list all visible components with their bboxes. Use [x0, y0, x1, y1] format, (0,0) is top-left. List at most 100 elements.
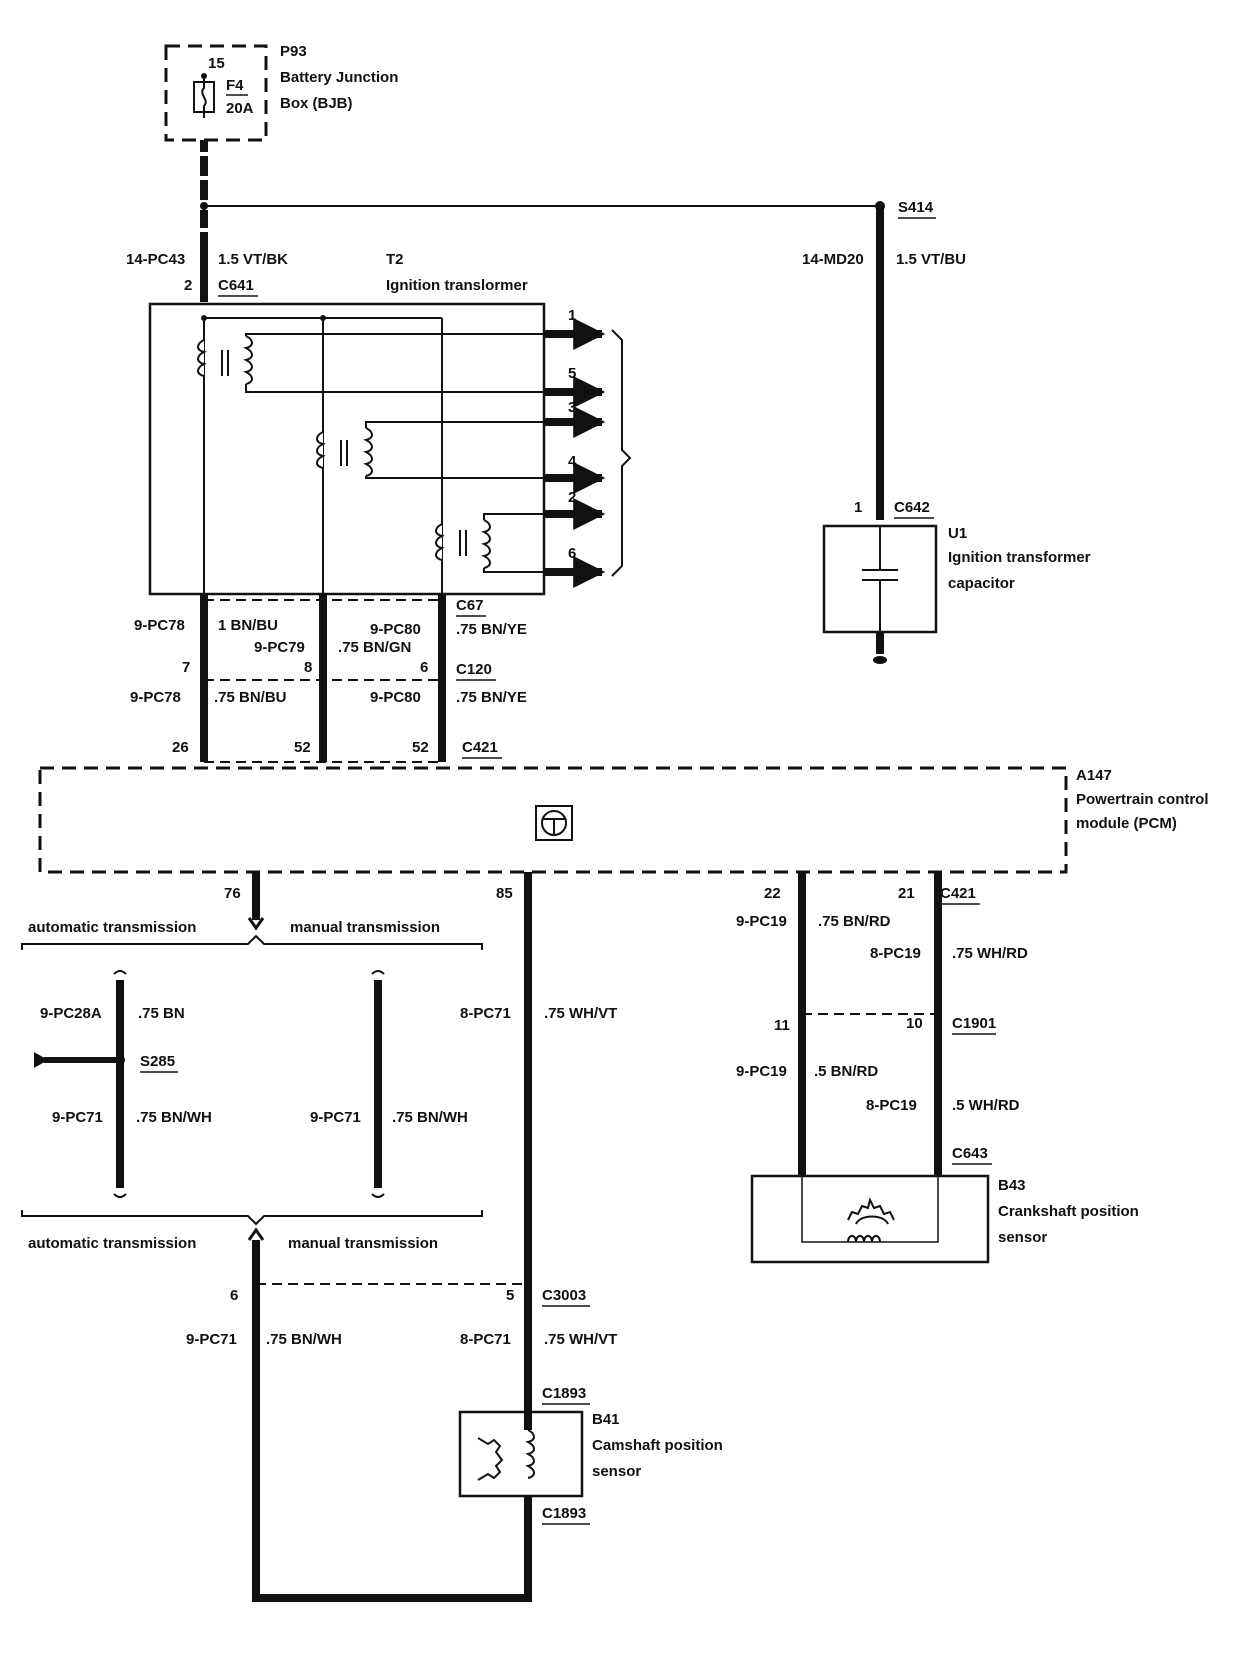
ignition-transformer-capacitor: 1 C642 U1 Ignition transformer capacitor: [822, 499, 1091, 664]
coil-2-icon: [316, 421, 544, 479]
t2-output-5: 5: [568, 365, 576, 382]
bjb-pin: 15: [208, 55, 225, 72]
c421-pc78-spec: .75 BN/BU: [214, 689, 287, 706]
crank-pc19-9-spec: .75 BN/RD: [818, 913, 891, 930]
pcm-ref: A147: [1076, 767, 1112, 784]
b41-name-line1: Camshaft position: [592, 1437, 723, 1454]
pcm-pin-85: 85: [496, 885, 513, 902]
b43-ref: B43: [998, 1177, 1026, 1194]
wire-pc43-circuit: 14-PC43: [126, 251, 185, 268]
pc71-auto-spec: .75 BN/WH: [136, 1109, 212, 1126]
c421-pc78: 9-PC78: [130, 689, 181, 706]
ignition-transformer: T2 Ignition translormer: [148, 251, 546, 596]
c120-pin-b: 8: [304, 659, 312, 676]
u1-name-line2: capacitor: [948, 575, 1015, 592]
b43-name-line1: Crankshaft position: [998, 1203, 1139, 1220]
connector-c641: C641: [218, 277, 254, 294]
splice-s414: S414: [898, 199, 934, 216]
connector-c1901: C1901: [952, 1015, 996, 1032]
connector-c3003: C3003: [542, 1287, 586, 1304]
t2-output-1: 1: [568, 307, 576, 324]
u1-ref: U1: [948, 525, 967, 542]
c120-pin-a: 7: [182, 659, 190, 676]
fuse-icon: [193, 76, 215, 118]
below-c3003-left-circuit: 9-PC71: [186, 1331, 237, 1348]
t2-ref: T2: [386, 251, 404, 268]
c120-pin-c: 6: [420, 659, 428, 676]
connector-c120: C120: [456, 661, 492, 678]
splice-s285: S285: [140, 1053, 175, 1070]
t2-output-6: 6: [568, 545, 576, 562]
fuse-rating: 20A: [226, 100, 254, 117]
pc71-manual-spec: .75 BN/WH: [392, 1109, 468, 1126]
c421-pin-c: 52: [412, 739, 429, 756]
ground-icon: [873, 656, 887, 664]
below-c3003-right-spec: .75 WH/VT: [544, 1331, 617, 1348]
c1893-top: C1893: [542, 1385, 586, 1402]
connector-c421-top: C421: [462, 739, 498, 756]
pcm-pin-22: 22: [764, 885, 781, 902]
below-c3003-right-circuit: 8-PC71: [460, 1331, 511, 1348]
c67-pc78: 9-PC78: [134, 617, 185, 634]
crank-lower-pc19-8-circuit: 8-PC19: [866, 1097, 917, 1114]
wire-pc71-8-spec: .75 WH/VT: [544, 1005, 617, 1022]
c421-pc80: 9-PC80: [370, 689, 421, 706]
below-c3003-left-spec: .75 BN/WH: [266, 1331, 342, 1348]
pc71-manual-circuit: 9-PC71: [310, 1109, 361, 1126]
t2-output-2: 2: [568, 489, 576, 506]
connector-c643: C643: [952, 1145, 988, 1162]
crank-lower-pc19-8-spec: .5 WH/RD: [952, 1097, 1020, 1114]
t2-output-3: 3: [568, 399, 576, 416]
battery-junction-box: 15 F4 20A P93 Battery Junction Box (BJB): [164, 43, 398, 142]
coil-1-icon: [197, 333, 544, 393]
pc28a-spec: .75 BN: [138, 1005, 185, 1022]
coil-3-icon: [435, 513, 544, 573]
fuse-label: F4: [226, 77, 244, 94]
crank-pc19-8-circuit: 8-PC19: [870, 945, 921, 962]
pcm-name-line2: module (PCM): [1076, 815, 1177, 832]
b41-name-line2: sensor: [592, 1463, 641, 1480]
connector-c67: C67: [456, 597, 484, 614]
c67-pc80: 9-PC80: [370, 621, 421, 638]
camshaft-wheel-icon: [477, 1437, 504, 1481]
crank-lower-pc19-9-circuit: 9-PC19: [736, 1063, 787, 1080]
trans-top-manual: manual transmission: [290, 919, 440, 936]
pcm-pin-21: 21: [898, 885, 915, 902]
pcm-symbol-icon: [535, 805, 573, 841]
c1901-pin-a: 11: [774, 1017, 790, 1034]
connector-c642: C642: [894, 499, 930, 516]
pcm-name-line1: Powertrain control: [1076, 791, 1209, 808]
t2-name: Ignition translormer: [386, 277, 528, 294]
c1893-bottom: C1893: [542, 1505, 586, 1522]
c421-pin-b: 52: [294, 739, 311, 756]
bjb-name-line1: Battery Junction: [280, 69, 398, 86]
trans-top-auto: automatic transmission: [28, 919, 196, 936]
b43-name-line2: sensor: [998, 1229, 1047, 1246]
camshaft-position-sensor: C1893 B41 Camshaft position sensor C1893: [458, 1385, 723, 1525]
bjb-name-line2: Box (BJB): [280, 95, 353, 112]
c3003-pin-b: 5: [506, 1287, 514, 1304]
pc28a-circuit: 9-PC28A: [40, 1005, 102, 1022]
c1901-pin-b: 10: [906, 1015, 923, 1032]
crank-lower-pc19-9-spec: .5 BN/RD: [814, 1063, 878, 1080]
c67-pc78-spec: 1 BN/BU: [218, 617, 278, 634]
powertrain-control-module: A147 Powertrain control module (PCM): [38, 766, 1209, 874]
connector-c421-bottom: C421: [940, 885, 976, 902]
trans-bottom-manual: manual transmission: [288, 1235, 438, 1252]
wire-pc43-spec: 1.5 VT/BK: [218, 251, 288, 268]
wire-md20-circuit: 14-MD20: [802, 251, 864, 268]
crank-pc19-8-spec: .75 WH/RD: [952, 945, 1028, 962]
trans-bottom-auto: automatic transmission: [28, 1235, 196, 1252]
crankshaft-wheel-icon: [847, 1197, 895, 1225]
c67-pc79: 9-PC79: [254, 639, 305, 656]
wire-pc43-pin: 2: [184, 277, 192, 294]
wire-pc71-8-circuit: 8-PC71: [460, 1005, 511, 1022]
pcm-feed-wires: [200, 594, 446, 763]
c67-pc79-spec: .75 BN/GN: [338, 639, 411, 656]
b41-ref: B41: [592, 1411, 620, 1428]
c421-pc80-spec: .75 BN/YE: [456, 689, 527, 706]
pcm-pin-76: 76: [224, 885, 241, 902]
wire-md20-spec: 1.5 VT/BU: [896, 251, 966, 268]
c3003-pin-a: 6: [230, 1287, 238, 1304]
